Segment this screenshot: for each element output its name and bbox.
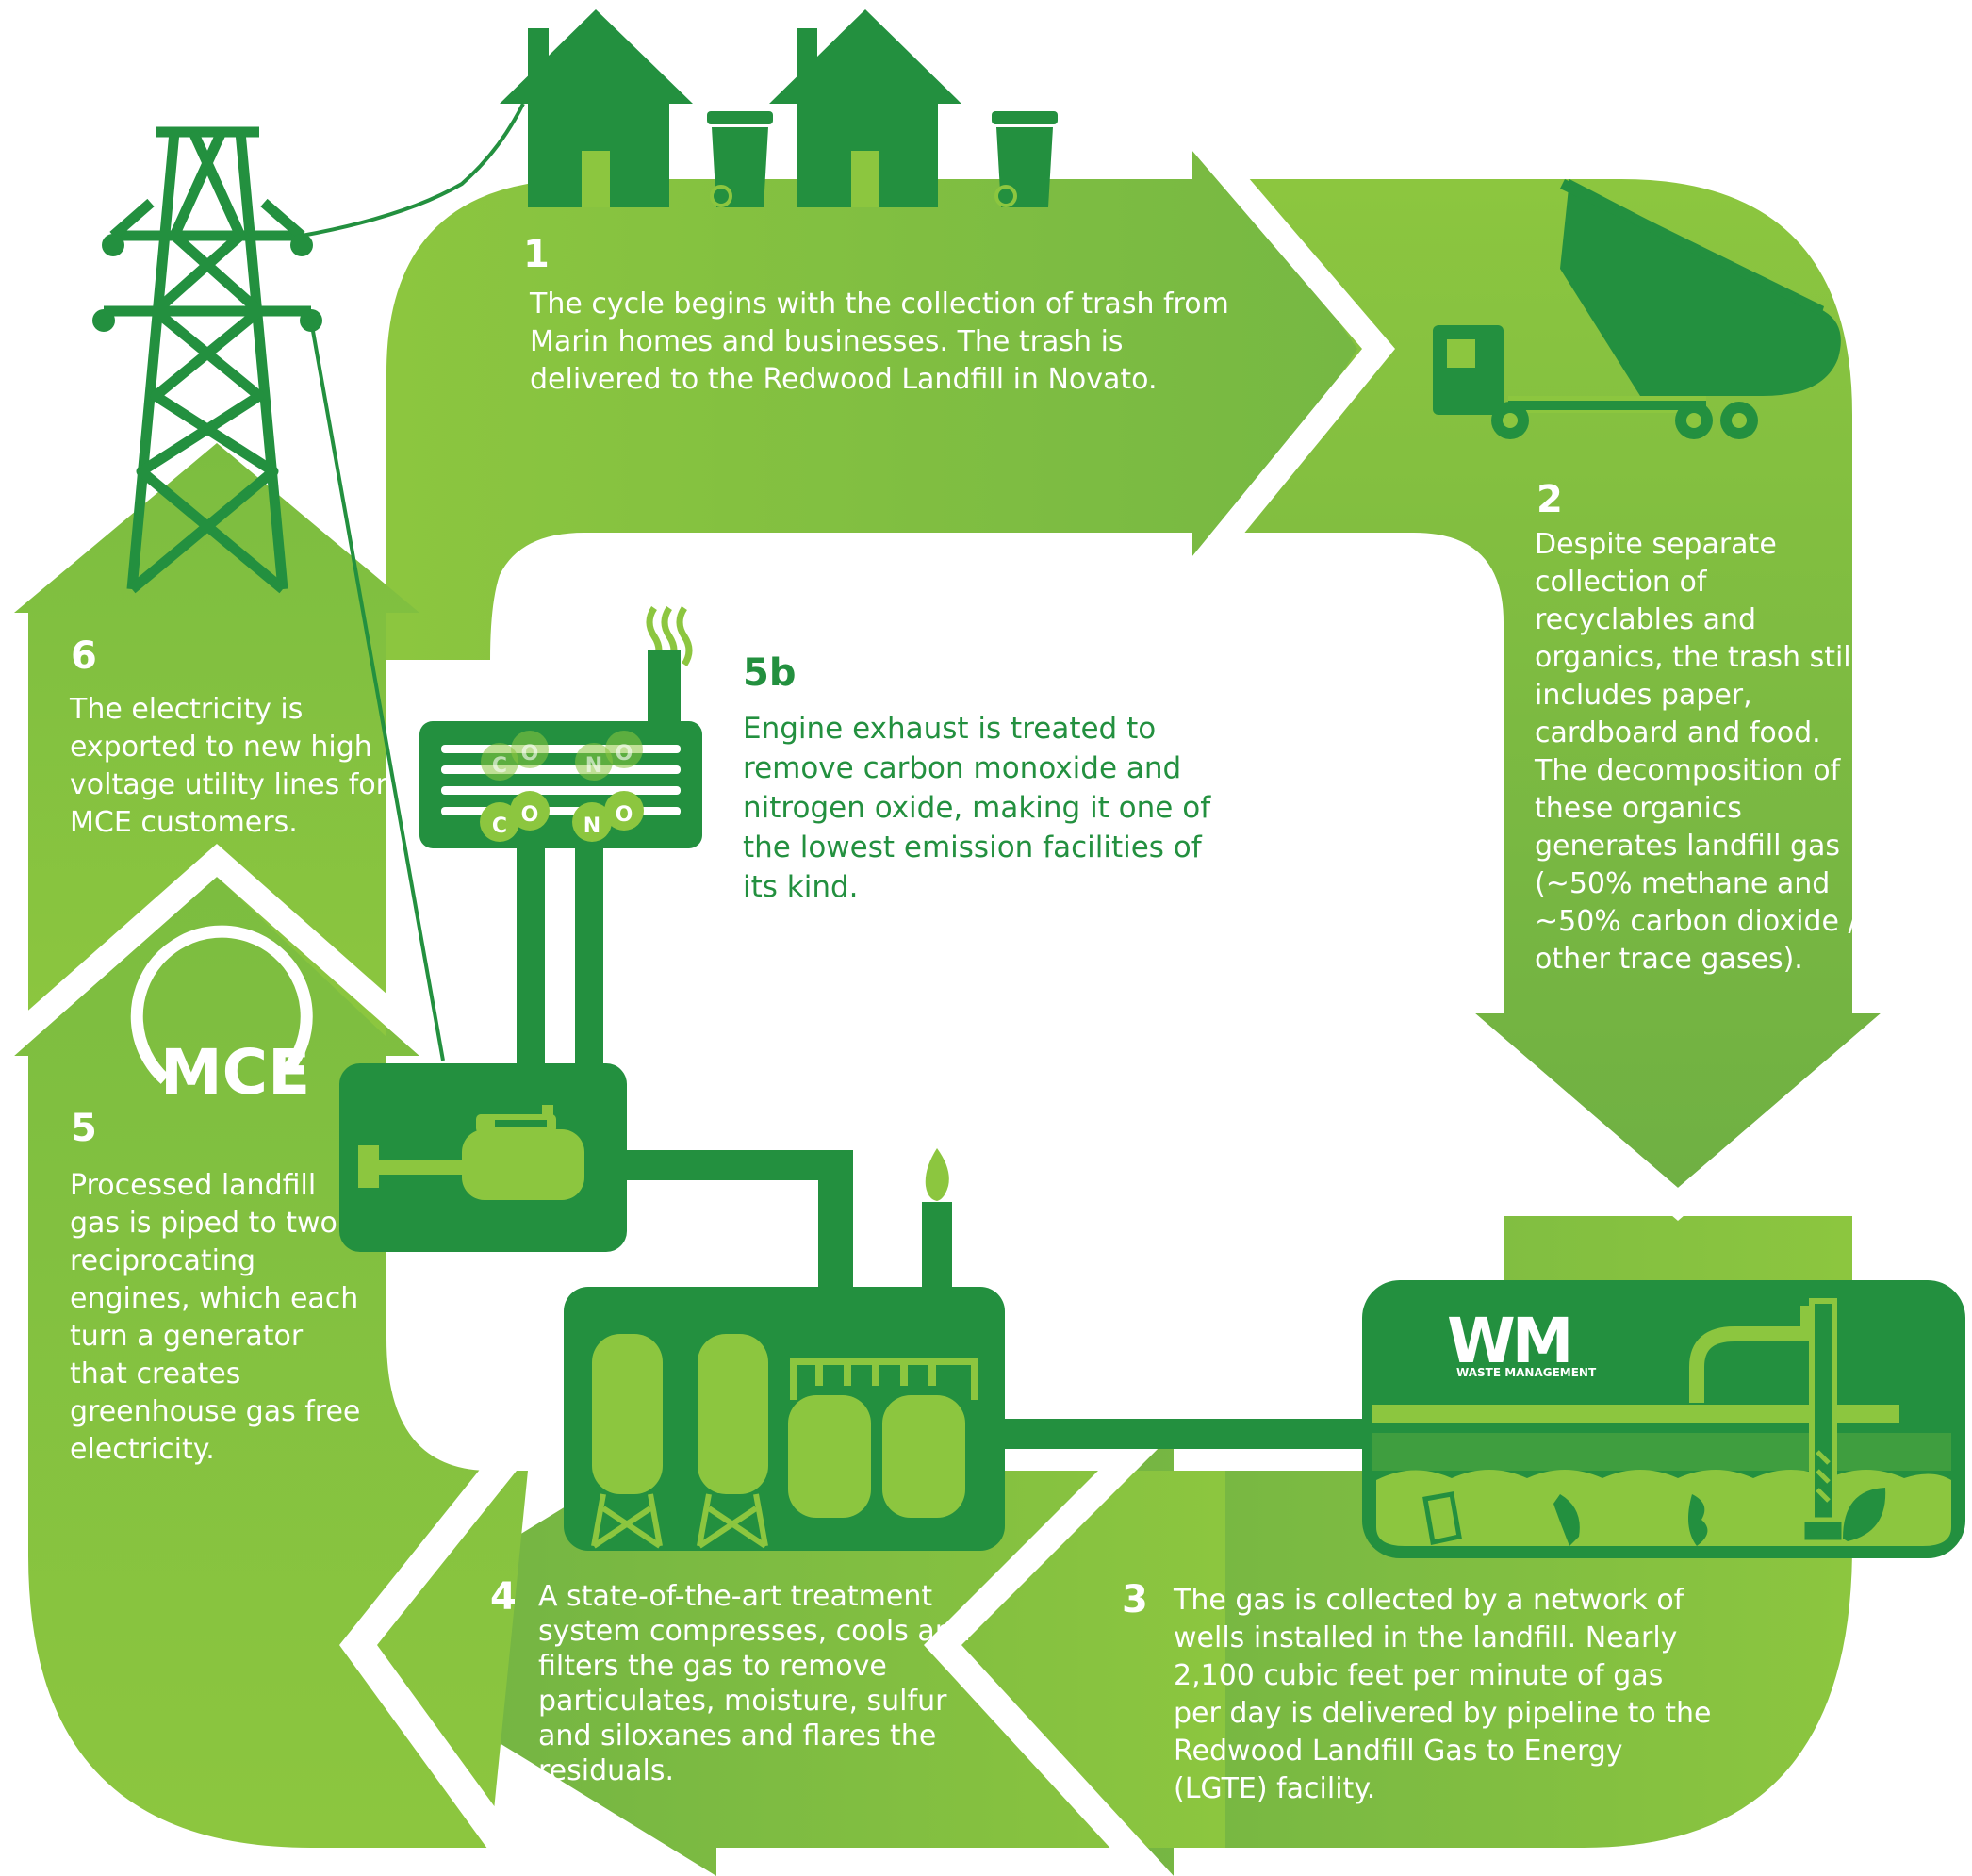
step-5-line: gas is piped to two [70,1207,337,1240]
molecule-label: C [492,815,507,838]
wm-logo-tagline: WASTE MANAGEMENT [1456,1366,1597,1379]
step-1-text: The cycle begins with the collection of … [530,286,1229,399]
step-6-line: voltage utility lines for [70,768,388,801]
step-5-line: Processed landfill [70,1169,317,1202]
step-5b-text: Engine exhaust is treated to remove carb… [743,709,1210,907]
step-2-line: Despite separate [1535,528,1777,561]
landfill-well-icon [1362,1280,1965,1558]
molecule-label: N [583,815,600,838]
gas-pipes [622,1150,1367,1449]
step-4-line: filters the gas to remove [538,1650,887,1683]
molecule-label: O [521,803,539,827]
step-5-line: that creates [70,1358,241,1391]
step-3-line: per day is delivered by pipeline to the [1174,1697,1712,1730]
step-2-line: other trace gases). [1535,943,1803,976]
step-3-line: wells installed in the landfill. Nearly [1174,1621,1678,1654]
step-6-line: The electricity is [70,693,304,726]
step-3-text: The gas is collected by a network of wel… [1174,1582,1711,1808]
power-line [301,103,525,1061]
step-2-line: generates landfill gas [1535,830,1841,863]
arrow-step-6 [14,443,419,1037]
step-5b-line: its kind. [743,870,859,904]
step-1-line: The cycle begins with the collection of … [530,288,1229,321]
step-3-line: (LGTE) facility. [1174,1772,1376,1805]
step-6-text: The electricity is exported to new high … [70,691,387,842]
step-2-text: Despite separate collection of recyclabl… [1535,526,1859,979]
step-1-line: delivered to the Redwood Landfill in Nov… [530,363,1158,396]
arrow-step-1 [386,151,1362,660]
molecule-label: O [521,742,539,765]
step-2-line: (~50% methane and [1535,867,1831,900]
step-6-number: 6 [71,634,97,678]
step-2-line: The decomposition of [1535,754,1841,787]
step-4-line: A state-of-the-art treatment [538,1580,933,1613]
step-5-number: 5 [71,1107,97,1150]
step-2-line: includes paper, [1535,679,1752,712]
step-3-number: 3 [1122,1578,1148,1621]
step-5b-number: 5b [743,651,797,695]
step-5b-line: remove carbon monoxide and [743,751,1182,785]
arrow-step-2 [1240,179,1881,1188]
step-2-line: collection of [1535,566,1707,599]
step-2-line: cardboard and food. [1535,716,1821,749]
step-1-number: 1 [523,233,550,276]
step-3-line: Redwood Landfill Gas to Energy [1174,1735,1623,1768]
step-5-text: Processed landfill gas is piped to two r… [70,1167,360,1469]
molecule-label: C [492,754,507,778]
treatment-tanks-icon [564,1148,1005,1551]
tower-insulators [92,234,322,332]
step-4-line: and siloxanes and flares the [538,1720,937,1753]
mce-logo: MCE [130,925,313,1109]
step-5b-line: nitrogen oxide, making it one of [743,791,1211,825]
divider-4-5 [339,1456,528,1852]
step-5b-line: Engine exhaust is treated to [743,712,1157,746]
step-5-line: turn a generator [70,1320,304,1353]
wm-logo: WM WASTE MANAGEMENT [1447,1305,1597,1379]
garbage-truck-icon [1433,179,1841,439]
co-no-molecules: C O N O C O N O [480,731,644,842]
step-5-line: reciprocating [70,1244,256,1277]
mce-logo-text: MCE [160,1036,310,1109]
divider-1-2 [1192,151,1395,556]
transmission-tower-icon [104,126,311,594]
flare-flame-icon [925,1148,949,1201]
step-3-line: 2,100 cubic feet per minute of gas [1174,1659,1664,1692]
step-4-line: particulates, moisture, sulfur [538,1685,947,1718]
exhaust-stack-icon [419,606,702,1075]
divider-3-4 [924,1433,1174,1876]
molecule-label: O [616,742,633,765]
step-2-line: these organics [1535,792,1742,825]
molecule-label: O [616,803,633,827]
step-2-line: recyclables and [1535,603,1757,636]
step-3-line: The gas is collected by a network of [1174,1584,1684,1617]
step-5-line: electricity. [70,1433,215,1466]
step-4-line: residuals. [538,1754,675,1787]
step-4-number: 4 [490,1575,517,1619]
step-6-line: exported to new high [70,731,372,764]
step-5b-line: the lowest emission facilities of [743,831,1202,864]
molecule-label: N [585,754,602,778]
step-2-line: organics, the trash still [1535,641,1859,674]
step-1-line: Marin homes and businesses. The trash is [530,325,1124,358]
step-5-line: engines, which each [70,1282,359,1315]
wm-logo-text: WM [1447,1305,1569,1377]
step-6-line: MCE customers. [70,806,298,839]
trash-bin-icon [707,111,1058,207]
house-icon [500,9,961,207]
step-5-line: greenhouse gas free [70,1395,361,1428]
engine-generator-icon [339,1063,627,1252]
step-4-text: A state-of-the-art treatment system comp… [538,1579,971,1788]
step-2-line: ~50% carbon dioxide / [1535,905,1858,938]
step-4-line: system compresses, cools and [538,1615,971,1648]
step-2-number: 2 [1537,478,1563,521]
